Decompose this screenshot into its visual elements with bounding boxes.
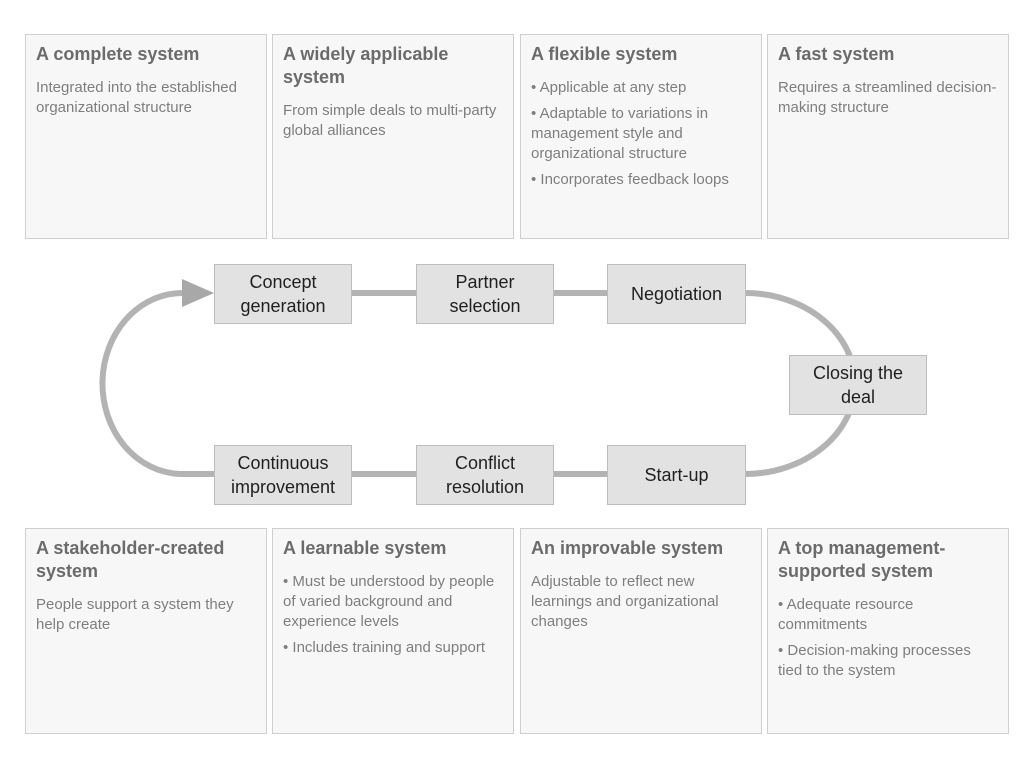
card-title: A stakeholder-created system [36, 538, 225, 581]
bullet-item: Adequate resource commitments [778, 595, 998, 635]
step-continuous-improvement: Continuous improvement [214, 445, 352, 505]
card-text: Integrated into the established organiza… [36, 79, 237, 116]
bullet-item: Decision-making processes tied to the sy… [778, 641, 998, 681]
card-title: A complete system [36, 44, 200, 64]
card-text: From simple deals to multi-party global … [283, 102, 497, 139]
bullet-list: Applicable at any step Adaptable to vari… [531, 78, 751, 190]
bullet-item: Applicable at any step [531, 78, 751, 98]
bullet-item: Incorporates feedback loops [531, 170, 751, 190]
card-stakeholder-created-system: A stakeholder-created system People supp… [25, 528, 267, 734]
card-widely-applicable-system: A widely applicable system From simple d… [272, 34, 514, 239]
card-text: Requires a streamlined decision-making s… [778, 79, 997, 116]
left-connector-arc [99, 289, 186, 477]
step-start-up: Start-up [607, 445, 746, 505]
card-text: Adjustable to reflect new learnings and … [531, 573, 719, 630]
card-title: A learnable system [283, 538, 447, 558]
step-partner-selection: Partner selection [416, 264, 554, 324]
arrowhead-icon [182, 279, 214, 307]
card-complete-system: A complete system Integrated into the es… [25, 34, 267, 239]
card-title: A top management-supported system [778, 538, 946, 581]
card-top-management-supported-system: A top management-supported system Adequa… [767, 528, 1009, 734]
card-title: A flexible system [531, 44, 678, 64]
bullet-item: Adaptable to variations in management st… [531, 104, 751, 164]
step-concept-generation: Concept generation [214, 264, 352, 324]
card-fast-system: A fast system Requires a streamlined dec… [767, 34, 1009, 239]
bullet-list: Must be understood by people of varied b… [283, 572, 503, 658]
card-title: A widely applicable system [283, 44, 449, 87]
card-flexible-system: A flexible system Applicable at any step… [520, 34, 762, 239]
step-conflict-resolution: Conflict resolution [416, 445, 554, 505]
bullet-item: Includes training and support [283, 638, 503, 658]
step-negotiation: Negotiation [607, 264, 746, 324]
card-text: People support a system they help create [36, 596, 234, 633]
card-title: A fast system [778, 44, 895, 64]
step-closing-the-deal: Closing the deal [789, 355, 927, 415]
card-improvable-system: An improvable system Adjustable to refle… [520, 528, 762, 734]
card-title: An improvable system [531, 538, 724, 558]
card-learnable-system: A learnable system Must be understood by… [272, 528, 514, 734]
bullet-item: Must be understood by people of varied b… [283, 572, 503, 632]
bullet-list: Adequate resource commitments Decision-m… [778, 595, 998, 681]
